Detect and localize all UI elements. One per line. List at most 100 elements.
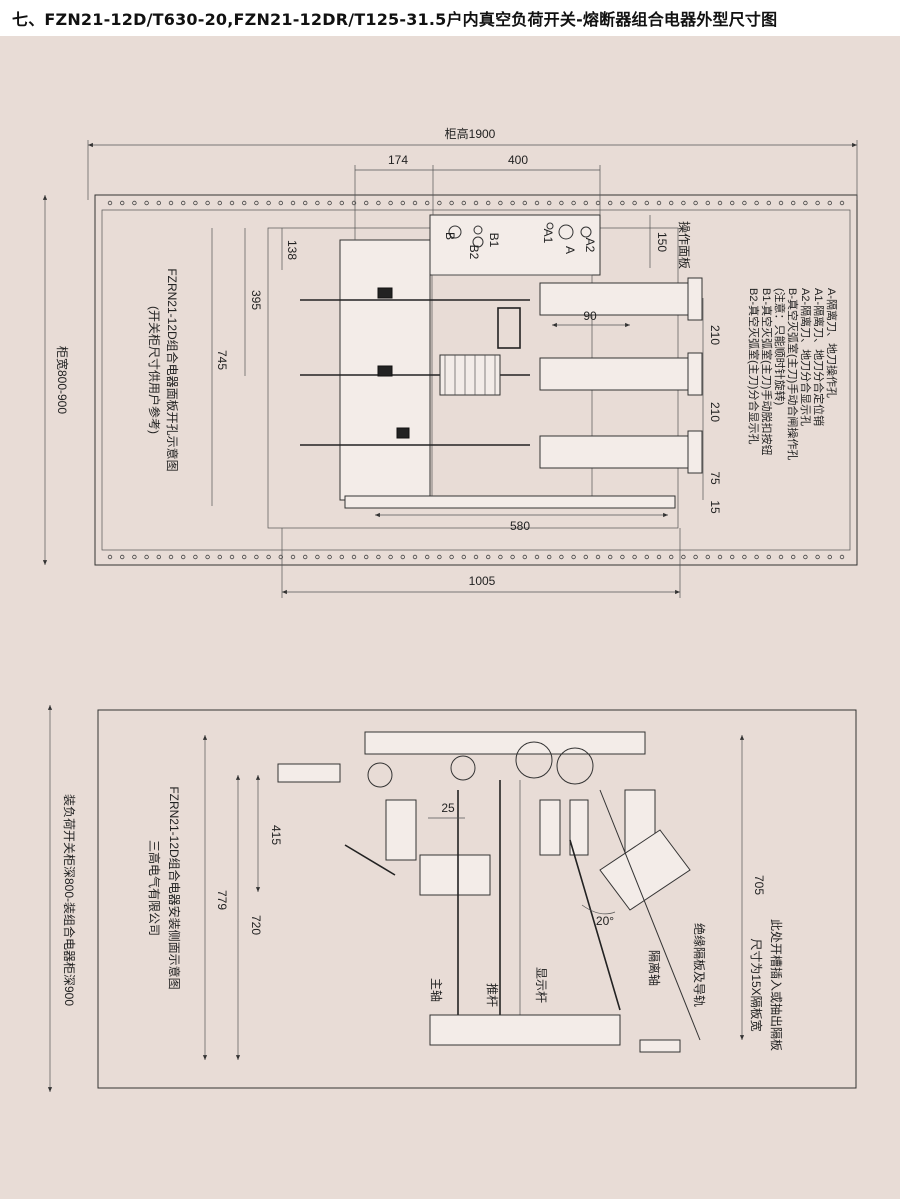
mounting-hole-icon: [132, 554, 137, 560]
side-view: 415 25 779 720 705 20° 主轴 推杆 显示杆 隔离轴 绝缘隔…: [47, 705, 857, 1092]
dim-415: 415: [269, 825, 283, 845]
dim-174: 174: [388, 153, 408, 167]
mounting-hole-icon: [778, 554, 784, 560]
mounting-hole-icon: [156, 554, 161, 560]
mounting-hole-icon: [144, 200, 149, 206]
mounting-hole-icon: [608, 554, 613, 560]
mounting-hole-icon: [278, 200, 283, 206]
fuse-cap-2: [687, 352, 703, 396]
mounting-hole-icon: [742, 200, 747, 206]
mounting-hole-icon: [632, 200, 637, 206]
mounting-hole-icon: [266, 554, 271, 560]
mounting-hole-icon: [400, 554, 405, 560]
mounting-hole-icon: [693, 554, 698, 560]
mounting-hole-icon: [254, 200, 259, 206]
mounting-hole-icon: [449, 200, 454, 206]
mounting-hole-icon: [669, 554, 674, 560]
mounting-hole-icon: [730, 200, 735, 206]
hole-B2-icon: [472, 236, 484, 248]
mounting-hole-icon: [559, 200, 564, 206]
block-1: [377, 287, 393, 299]
mounting-hole-icon: [498, 554, 503, 560]
mounting-hole-icon: [669, 200, 674, 206]
mounting-hole-icon: [290, 554, 296, 560]
fuse-1: [539, 282, 691, 316]
mounting-hole-icon: [132, 200, 137, 206]
base-rail: [344, 495, 676, 509]
indicator-window: [497, 307, 521, 349]
mounting-hole-icon: [559, 554, 564, 560]
legend-item-1: A-隔离刀、地刀操作孔: [825, 288, 839, 398]
mounting-hole-icon: [644, 200, 649, 206]
mounting-hole-icon: [315, 200, 320, 206]
mounting-hole-icon: [119, 200, 125, 206]
mounting-hole-icon: [656, 200, 662, 206]
hole-A-icon: [558, 224, 574, 240]
mounting-hole-icon: [815, 554, 820, 560]
legend-item-3: A2-隔离刀、地刀分合显示孔: [799, 288, 813, 426]
dim-705: 705: [752, 875, 766, 895]
marker-B2: B2: [467, 245, 481, 260]
mounting-hole-icon: [717, 200, 723, 206]
label-main-shaft: 主轴: [429, 978, 444, 1002]
mounting-hole-icon: [388, 554, 393, 560]
side-vacuum-chamber: [419, 854, 491, 896]
mounting-hole-icon: [241, 200, 247, 206]
dim-25: 25: [441, 801, 455, 815]
mounting-hole-icon: [107, 554, 113, 560]
mounting-hole-icon: [473, 200, 479, 206]
side-handle: [344, 844, 396, 876]
mounting-hole-icon: [620, 554, 625, 560]
side-bracket: [277, 763, 341, 783]
mounting-hole-icon: [632, 554, 637, 560]
mounting-hole-icon: [693, 200, 698, 206]
mounting-hole-icon: [303, 554, 308, 560]
mounting-hole-icon: [180, 554, 186, 560]
mounting-hole-icon: [229, 554, 235, 560]
mounting-hole-icon: [266, 200, 271, 206]
mounting-hole-icon: [156, 200, 161, 206]
fuse-2: [539, 357, 691, 391]
side-base: [429, 1014, 621, 1046]
fuse-3: [539, 435, 691, 469]
mounting-hole-icon: [827, 554, 832, 560]
mounting-hole-icon: [437, 200, 442, 206]
mounting-hole-icon: [839, 554, 845, 560]
label-slot-line1: 此处开槽插入或抽出隔板: [769, 919, 783, 1051]
legend-item-4: B-真空灭弧室(主刀)手动合闸操作孔: [786, 288, 800, 460]
mounting-hole-icon: [168, 200, 174, 206]
dim-210-b: 210: [708, 402, 722, 422]
fuse-cap-3: [687, 430, 703, 474]
mounting-hole-icon: [339, 200, 344, 206]
mounting-hole-icon: [351, 200, 357, 206]
dim-angle: 20°: [596, 914, 614, 928]
mounting-hole-icon: [241, 554, 247, 560]
mounting-hole-icon: [425, 554, 430, 560]
dim-720: 720: [249, 915, 263, 935]
mounting-hole-icon: [327, 200, 332, 206]
mounting-hole-icon: [644, 554, 649, 560]
mounting-hole-icon: [486, 200, 491, 206]
mounting-hole-icon: [168, 554, 174, 560]
hole-A1-icon: [546, 222, 554, 230]
mounting-hole-icon: [498, 200, 503, 206]
mounting-hole-icon: [461, 554, 466, 560]
dim-75: 75: [708, 471, 722, 485]
mounting-hole-icon: [717, 554, 723, 560]
marker-A1: A1: [541, 229, 555, 244]
mounting-hole-icon: [119, 554, 125, 560]
block-2: [377, 365, 393, 377]
mounting-hole-icon: [339, 554, 344, 560]
mounting-hole-icon: [376, 554, 381, 560]
hole-B-icon: [448, 225, 462, 239]
mounting-hole-icon: [681, 554, 686, 560]
fuse-cap-1: [687, 277, 703, 321]
mounting-hole-icon: [315, 554, 320, 560]
side-insulator-1: [385, 799, 417, 861]
mounting-hole-icon: [827, 200, 832, 206]
side-foot: [639, 1039, 681, 1053]
hole-A2-icon: [580, 226, 592, 238]
rod-isolation: [569, 839, 621, 1011]
mounting-hole-icon: [791, 554, 796, 560]
pivot-1-icon: [367, 762, 393, 788]
